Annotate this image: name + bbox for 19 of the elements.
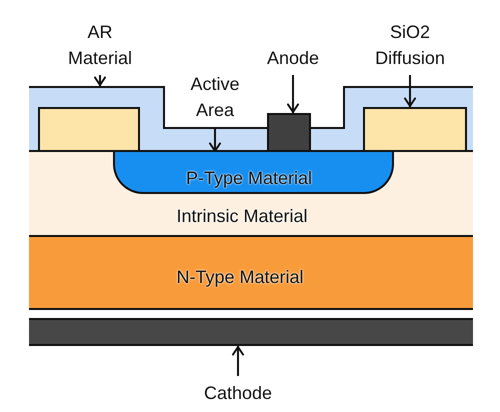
- cathode-contact: [29, 318, 473, 346]
- leader-label: AR Material: [68, 19, 132, 71]
- leader-arrow: [404, 75, 416, 107]
- n-type-layer: [29, 235, 473, 310]
- oxide-block: [363, 107, 467, 150]
- leader-arrow: [94, 75, 106, 86]
- leader-label: Cathode: [204, 380, 272, 406]
- leader-arrow: [232, 346, 244, 376]
- leader-label: SiO2 Diffusion: [375, 19, 445, 71]
- leader-label: Active Area: [190, 71, 240, 123]
- layer-label: N-Type Material: [176, 266, 304, 289]
- leader-arrow: [287, 75, 299, 113]
- layer-label: P-Type Material: [186, 167, 312, 190]
- p-type-well: [113, 152, 394, 194]
- leader-arrow: [209, 127, 221, 152]
- intrinsic-layer: [29, 150, 473, 235]
- leader-label: Anode: [266, 45, 320, 71]
- oxide-block: [38, 107, 140, 150]
- layer-label: Intrinsic Material: [176, 205, 308, 228]
